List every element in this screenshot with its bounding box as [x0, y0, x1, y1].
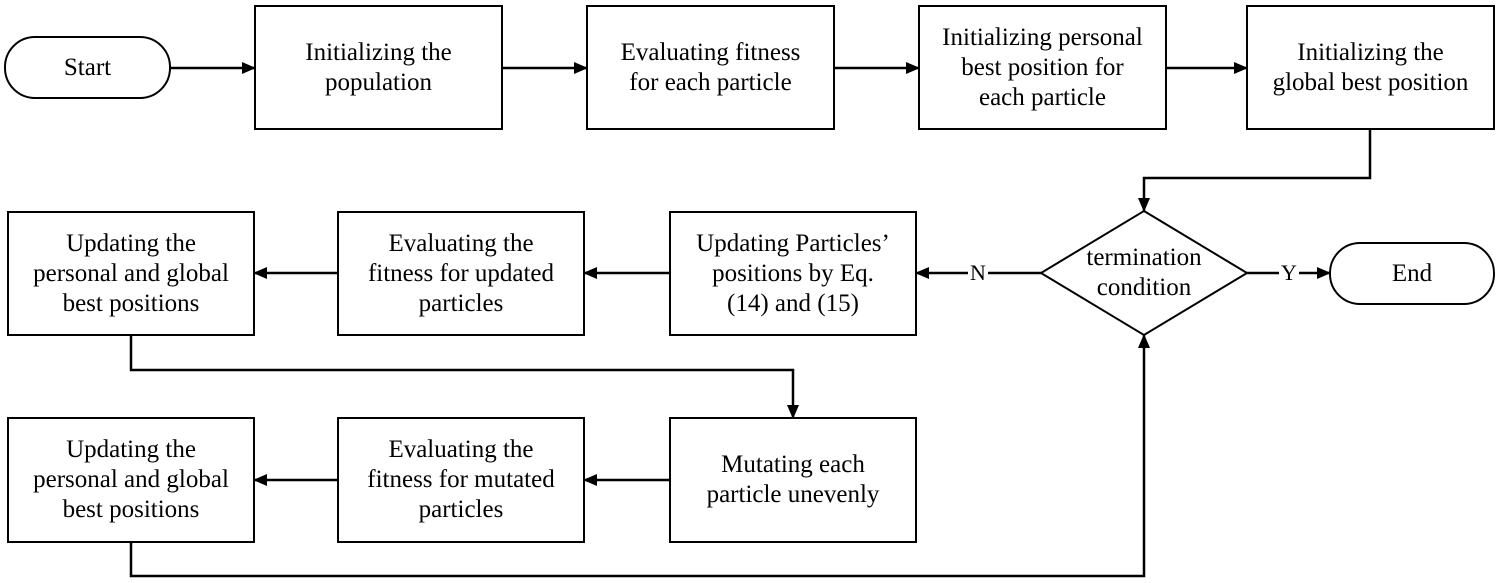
init-global-best-label: Initializing the global best position [1272, 38, 1469, 96]
init-personal-best-box [918, 5, 1167, 130]
arrow-best2-to-termination [129, 334, 1150, 578]
init-personal-best-label: Initializing personal best position for … [942, 23, 1143, 111]
init-population-box [254, 5, 503, 130]
update-best-2-box [7, 417, 255, 543]
init-population-label: Initializing the population [305, 38, 452, 96]
update-best-1-label: Updating the personal and global best po… [33, 229, 229, 317]
arrow-gbest-to-termination [1138, 129, 1372, 212]
end-label: End [1391, 259, 1433, 287]
eval-mutated-label: Evaluating the fitness for mutated parti… [367, 436, 555, 523]
mutate-box [669, 417, 917, 543]
arrow-best1-to-mutate [129, 335, 799, 419]
eval-fitness-box [586, 5, 835, 130]
eval-fitness-label: Evaluating fitness for each particle [620, 38, 801, 96]
update-best-2-label: Updating the personal and global best po… [33, 436, 229, 523]
edge-label-yes: Y [1279, 260, 1299, 285]
start-label: Start [63, 53, 112, 81]
termination-label: termination condition [1086, 244, 1202, 301]
update-positions-box [669, 211, 917, 336]
mutate-label: Mutating each particle unevenly [706, 451, 880, 508]
update-positions-label: Updating Particles’ positions by Eq. (14… [696, 229, 890, 317]
eval-updated-label: Evaluating the fitness for updated parti… [367, 229, 555, 317]
edge-label-no: N [968, 260, 988, 285]
